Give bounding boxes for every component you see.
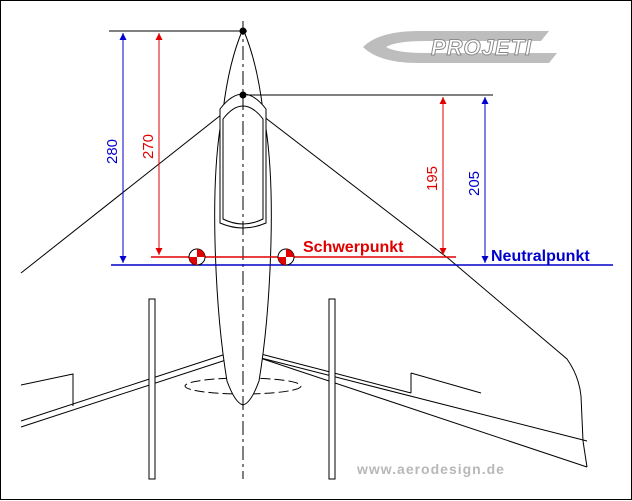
extension-lines xyxy=(109,30,493,96)
projeti-logo: PROJETI xyxy=(363,31,557,63)
neutralpunkt-label: Neutralpunkt xyxy=(491,248,590,265)
logo-text: PROJETI xyxy=(431,35,532,60)
vertical-fins xyxy=(148,298,336,480)
watermark: www.aerodesign.de xyxy=(356,461,505,477)
wing-root-point xyxy=(239,91,247,99)
dim-280-label: 280 xyxy=(104,139,121,164)
cg-marker-right xyxy=(277,248,295,266)
cg-marker-left xyxy=(188,248,206,266)
schwerpunkt-label: Schwerpunkt xyxy=(303,239,404,256)
dim-195-label: 195 xyxy=(424,166,441,191)
dim-270-label: 270 xyxy=(140,134,157,159)
dim-205-label: 205 xyxy=(466,171,483,196)
tail-surfaces xyxy=(20,352,588,468)
